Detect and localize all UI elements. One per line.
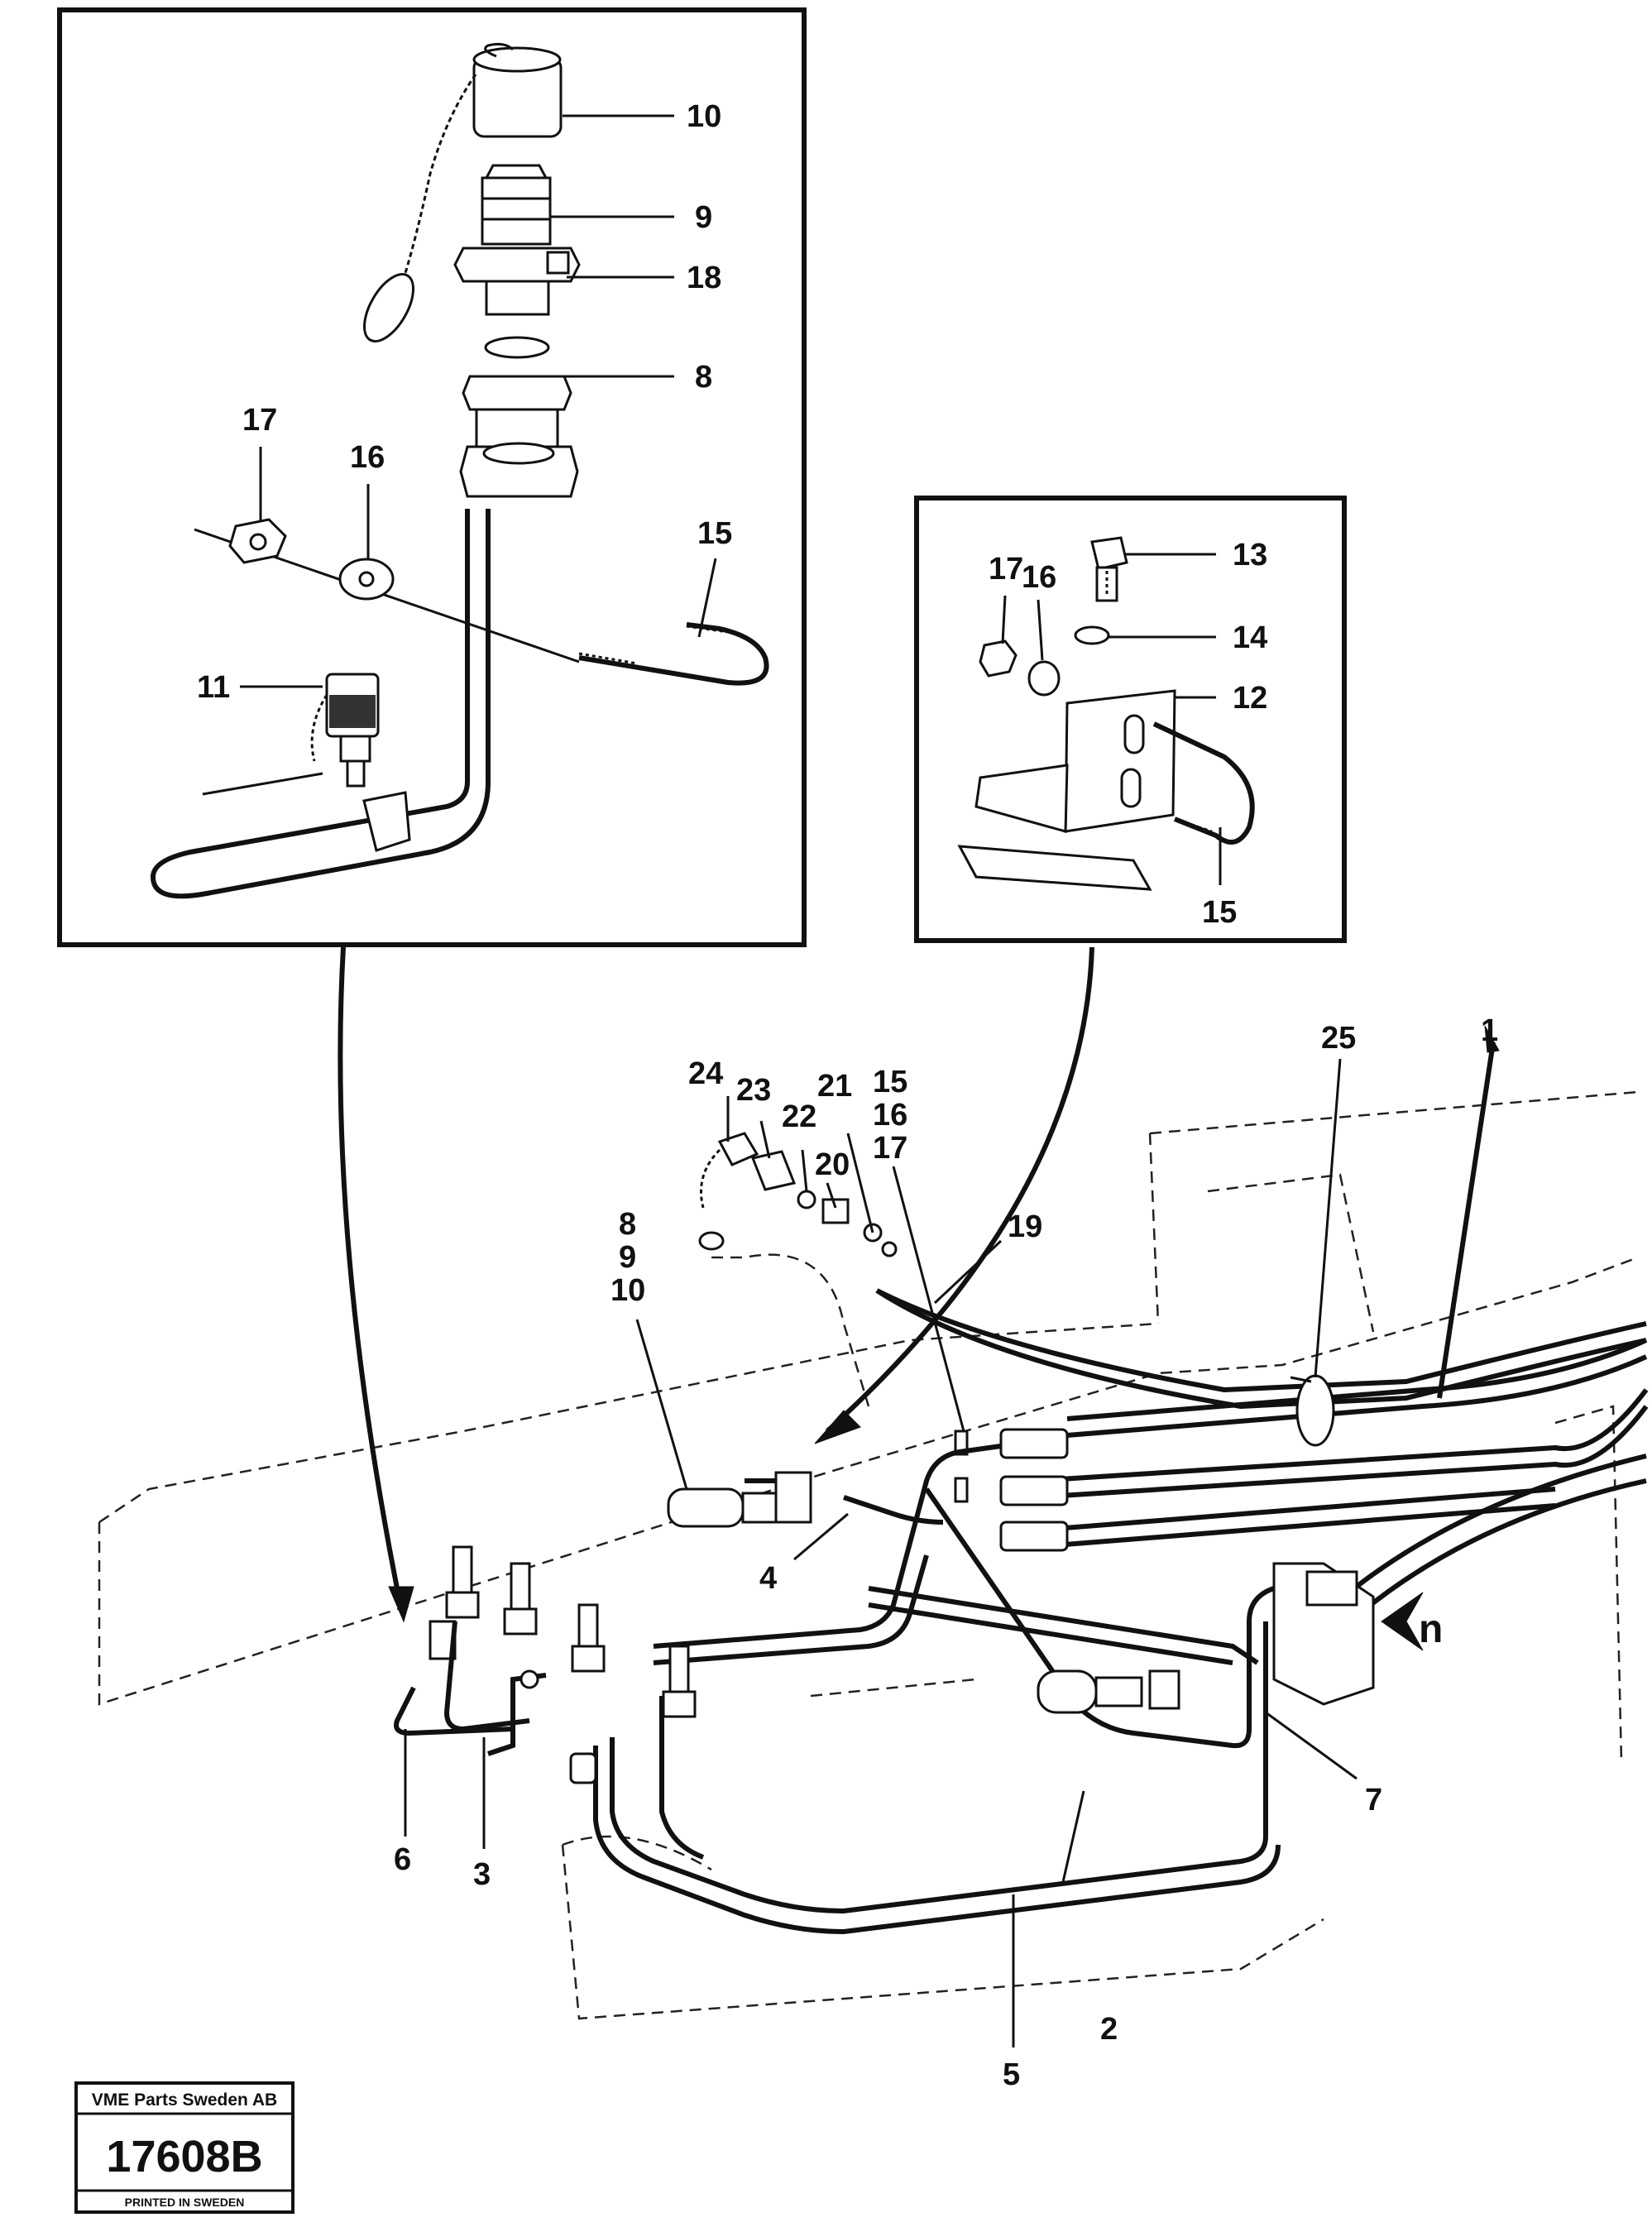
callout-d2-16: 16 <box>1022 560 1056 595</box>
callout-m-1: 1 <box>1481 1013 1498 1048</box>
callout-d1-10: 10 <box>687 99 721 134</box>
callout-m-22: 22 <box>782 1099 816 1134</box>
arrow-n <box>1381 1592 1424 1651</box>
callout-m-5: 5 <box>1003 2057 1020 2092</box>
main-coupling <box>667 1471 812 1528</box>
detail-box-coupling <box>57 7 807 947</box>
test-point-parts <box>698 1132 898 1257</box>
callout-m-17: 17 <box>873 1131 907 1166</box>
callout-d1-15: 15 <box>697 516 732 551</box>
coupling-body <box>481 164 552 246</box>
lock-nut <box>453 247 581 316</box>
callout-d1-11: 11 <box>197 670 230 705</box>
stamp-printed: PRINTED IN SWEDEN <box>125 2196 245 2209</box>
callout-d2-13: 13 <box>1233 538 1267 572</box>
drawing-stamp: VME Parts Sweden AB 17608B PRINTED IN SW… <box>74 2081 294 2214</box>
test-coupling <box>310 673 411 852</box>
detail-pointers <box>338 946 1094 1623</box>
callout-d2-12: 12 <box>1233 681 1267 716</box>
callout-d1-16: 16 <box>350 440 385 475</box>
callout-m-21: 21 <box>817 1069 852 1104</box>
callout-m-3: 3 <box>473 1857 491 1892</box>
leader-lines <box>240 114 1500 2047</box>
pipes <box>593 1444 1292 1935</box>
callout-m-16: 16 <box>873 1098 907 1133</box>
chain-ring <box>363 273 414 342</box>
bracket <box>974 689 1176 833</box>
washer-16b <box>1027 660 1061 697</box>
mount-plate <box>957 845 1152 891</box>
hose-fittings <box>954 1428 1069 1552</box>
u-bolt <box>578 622 769 686</box>
callout-m-15: 15 <box>873 1065 907 1099</box>
pipe-bend <box>150 509 491 899</box>
callout-d2-15: 15 <box>1202 895 1237 930</box>
pipe-nut <box>459 442 579 498</box>
callout-m-6: 6 <box>394 1842 411 1877</box>
callout-m-8: 8 <box>619 1207 636 1242</box>
callout-m-n: n <box>1419 1607 1443 1651</box>
washer-14 <box>1074 625 1110 645</box>
stamp-drawing-number: 17608B <box>106 2132 262 2182</box>
callout-labels: 10 9 18 8 17 16 15 11 13 17 16 14 12 15 … <box>197 99 1498 2092</box>
callout-m-4: 4 <box>759 1561 777 1596</box>
callout-d1-17: 17 <box>242 403 277 438</box>
stamp-company: VME Parts Sweden AB <box>92 2091 277 2110</box>
washer-16 <box>338 558 395 601</box>
callout-d1-9: 9 <box>695 200 712 235</box>
callout-m-20: 20 <box>815 1147 850 1182</box>
callout-d1-8: 8 <box>695 360 712 395</box>
bolt-13 <box>1090 536 1128 602</box>
callout-m-9: 9 <box>619 1240 636 1275</box>
callout-m-19: 19 <box>1008 1209 1042 1244</box>
callout-m-2: 2 <box>1100 2012 1118 2047</box>
detail-box-bracket <box>914 496 1347 943</box>
nut-17b <box>979 639 1018 678</box>
washer <box>484 336 550 359</box>
valve-block <box>1272 1562 1375 1706</box>
callout-m-10: 10 <box>611 1273 645 1308</box>
callout-m-7: 7 <box>1365 1783 1382 1818</box>
main-assembly <box>98 1090 1649 2020</box>
left-coupling-cluster <box>394 1545 697 1784</box>
callout-m-25: 25 <box>1321 1021 1356 1056</box>
callout-m-23: 23 <box>736 1073 771 1108</box>
u-bolt-b <box>1152 721 1255 845</box>
callout-d1-18: 18 <box>687 261 721 295</box>
dust-cap <box>404 42 563 274</box>
center-coupling <box>1037 1669 1180 1714</box>
nut-17 <box>228 518 287 564</box>
callout-m-24: 24 <box>688 1056 723 1091</box>
callout-d2-14: 14 <box>1233 620 1267 655</box>
callout-d2-17: 17 <box>989 552 1023 587</box>
